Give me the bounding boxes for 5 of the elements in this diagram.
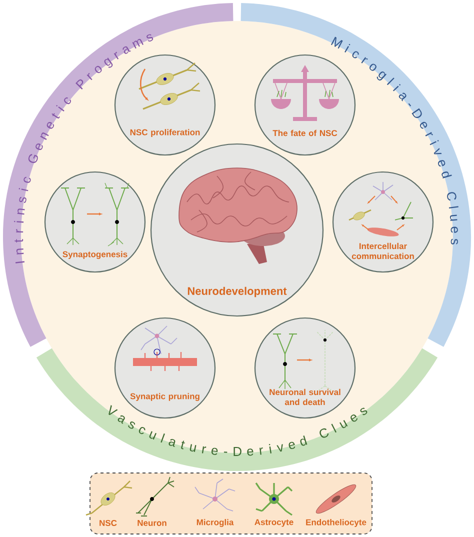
legend-label: Microglia — [196, 519, 234, 527]
legend-label: Astrocyte — [254, 519, 294, 527]
legend-label: Endotheliocyte — [306, 519, 366, 527]
legend-label: NSC — [100, 520, 117, 526]
legend-label: Neuron — [138, 520, 166, 526]
